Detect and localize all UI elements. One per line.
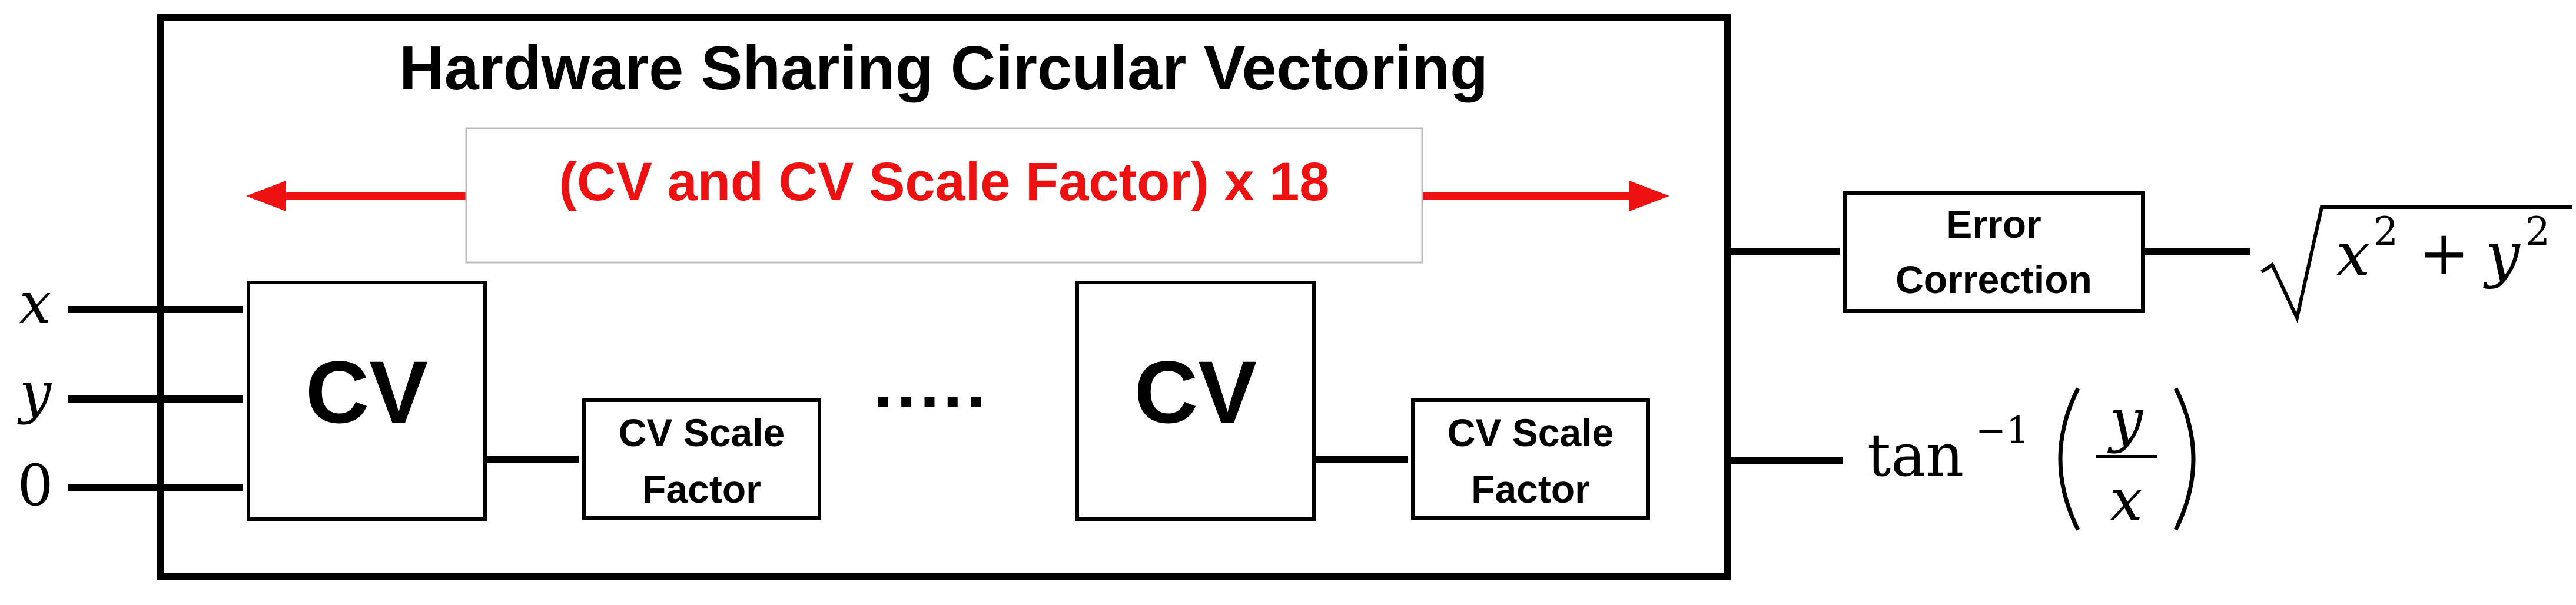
input-x-label: x bbox=[19, 270, 51, 336]
magnitude-x-exp: 2 bbox=[2373, 209, 2398, 254]
left-paren-icon bbox=[2058, 387, 2080, 531]
scale-factor-2-line2: Factor bbox=[1471, 467, 1590, 511]
ellipsis: ..... bbox=[874, 344, 990, 423]
magnitude-y: y bbox=[2483, 218, 2521, 290]
scale-factor-block-2 bbox=[1411, 398, 1650, 520]
repeat-arrow-left bbox=[246, 181, 471, 211]
scale-factor-1-line1: CV Scale bbox=[619, 411, 785, 454]
angle-func-exp: −1 bbox=[1976, 408, 2029, 451]
input-y-label: y bbox=[17, 360, 52, 426]
angle-denominator: x bbox=[2110, 466, 2143, 534]
error-correction-block bbox=[1843, 191, 2145, 313]
magnitude-x: x bbox=[2336, 218, 2371, 290]
input-zero-label: 0 bbox=[17, 453, 53, 518]
cv-block-2-label: CV bbox=[1134, 343, 1257, 441]
error-correction-line2: Correction bbox=[1896, 258, 2092, 301]
cv-block-1 bbox=[247, 281, 487, 521]
sqrt-radical-icon bbox=[2260, 205, 2572, 324]
error-correction-line1: Error bbox=[1946, 202, 2041, 246]
angle-output-formula: tan −1 y x bbox=[1867, 385, 2196, 534]
repeat-label: (CV and CV Scale Factor) x 18 bbox=[559, 152, 1330, 212]
scale-factor-1-line2: Factor bbox=[642, 467, 761, 511]
cv-block-2 bbox=[1075, 281, 1316, 521]
repeat-arrow-right bbox=[1419, 181, 1669, 211]
magnitude-plus: + bbox=[2418, 217, 2469, 289]
angle-numerator: y bbox=[2107, 385, 2144, 454]
cv-block-1-label: CV bbox=[306, 343, 428, 441]
repeat-label-box bbox=[465, 127, 1423, 264]
magnitude-y-exp: 2 bbox=[2525, 209, 2550, 254]
scale-factor-2-line1: CV Scale bbox=[1448, 411, 1614, 454]
angle-func: tan bbox=[1867, 421, 1964, 490]
scale-factor-block-1 bbox=[582, 398, 821, 520]
diagram-title: Hardware Sharing Circular Vectoring bbox=[399, 34, 1488, 103]
right-paren-icon bbox=[2173, 387, 2196, 531]
magnitude-output-formula: x 2 + y 2 bbox=[2260, 205, 2572, 324]
